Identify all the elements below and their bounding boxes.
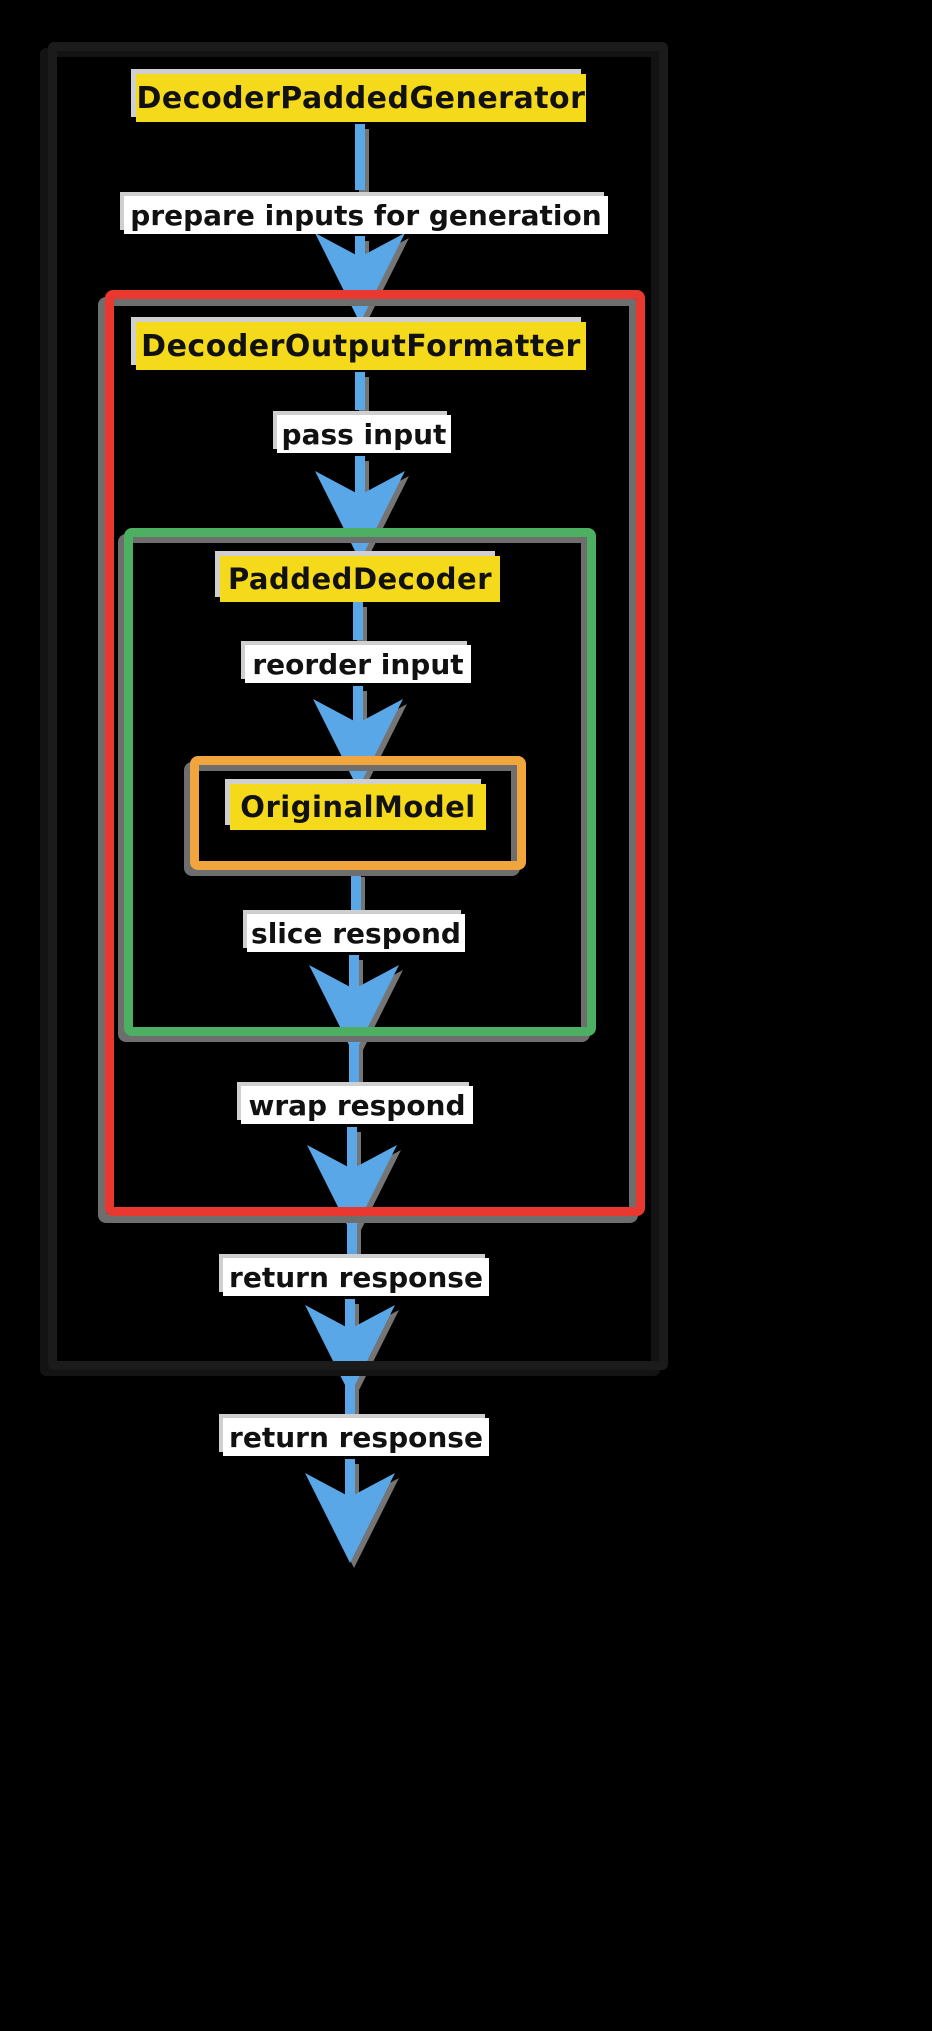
node-decoder-padded-generator[interactable]: DecoderPaddedGenerator xyxy=(136,74,586,122)
edge-label-prepare-inputs-for-generation: prepare inputs for generation xyxy=(124,196,608,234)
green-group-shadow xyxy=(118,534,590,1042)
edge-label-pass-input: pass input xyxy=(277,415,451,453)
edge-label-wrap-respond: wrap respond xyxy=(241,1086,473,1124)
node-padded-decoder[interactable]: PaddedDecoder xyxy=(220,556,500,602)
edge-label-return-response-outer: return response xyxy=(223,1418,489,1456)
outer-group-shadow xyxy=(40,48,660,1376)
orange-group-shadow xyxy=(184,762,520,876)
group-padded-decoder xyxy=(124,528,596,1036)
group-decoder-output-formatter xyxy=(105,290,645,1216)
edge-label-return-response-inner: return response xyxy=(223,1258,489,1296)
edge-label-reorder-input: reorder input xyxy=(245,645,471,683)
red-group-shadow xyxy=(98,297,638,1223)
group-outer xyxy=(48,42,668,1370)
edge-label-slice-respond: slice respond xyxy=(247,914,465,952)
group-original-model xyxy=(190,756,526,870)
node-original-model[interactable]: OriginalModel xyxy=(230,784,486,830)
node-decoder-output-formatter[interactable]: DecoderOutputFormatter xyxy=(136,322,586,370)
